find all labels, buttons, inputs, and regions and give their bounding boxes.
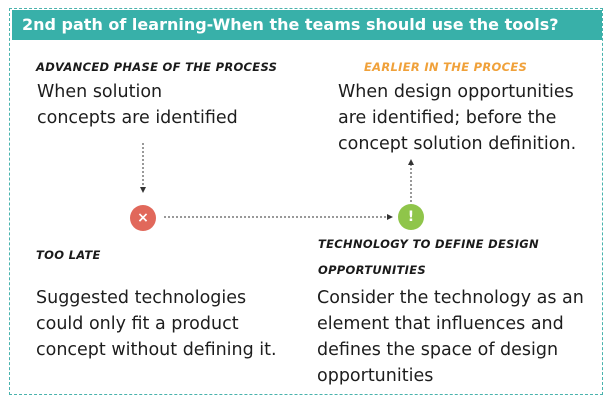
text-earlier: When design opportunities are identified… xyxy=(338,79,576,157)
text-line: concept solution definition. xyxy=(338,134,577,154)
heading-earlier: EARLIER IN THE PROCES xyxy=(364,60,528,74)
text-line: opportunities xyxy=(317,366,434,386)
text-line: When design opportunities xyxy=(338,82,574,102)
text-line: concepts are identified xyxy=(37,108,238,128)
text-too-late: Suggested technologies could only fit a … xyxy=(36,285,277,363)
exclamation-icon: ! xyxy=(398,204,424,230)
text-line: concept without defining it. xyxy=(36,340,277,360)
text-line: element that influences and xyxy=(317,314,564,334)
text-line: defines the space of design xyxy=(317,340,559,360)
heading-too-late: TOO LATE xyxy=(36,248,101,262)
text-line: could only fit a product xyxy=(36,314,239,334)
heading-advanced-phase: ADVANCED PHASE OF THE PROCESS xyxy=(36,60,278,74)
text-line: Suggested technologies xyxy=(36,288,247,308)
text-technology: Consider the technology as an element th… xyxy=(317,285,584,389)
title-banner: 2nd path of learning-When the teams shou… xyxy=(12,10,602,40)
text-line: are identified; before the xyxy=(338,108,557,128)
text-advanced-phase: When solution concepts are identified xyxy=(37,79,238,131)
heading-technology: TECHNOLOGY TO DEFINE DESIGN xyxy=(318,237,539,251)
text-line: When solution xyxy=(37,82,163,102)
heading-technology-cont: OPPORTUNITIES xyxy=(318,263,426,277)
text-line: Consider the technology as an xyxy=(317,288,584,308)
dashed-frame xyxy=(9,8,603,395)
x-mark-icon: × xyxy=(130,205,156,231)
